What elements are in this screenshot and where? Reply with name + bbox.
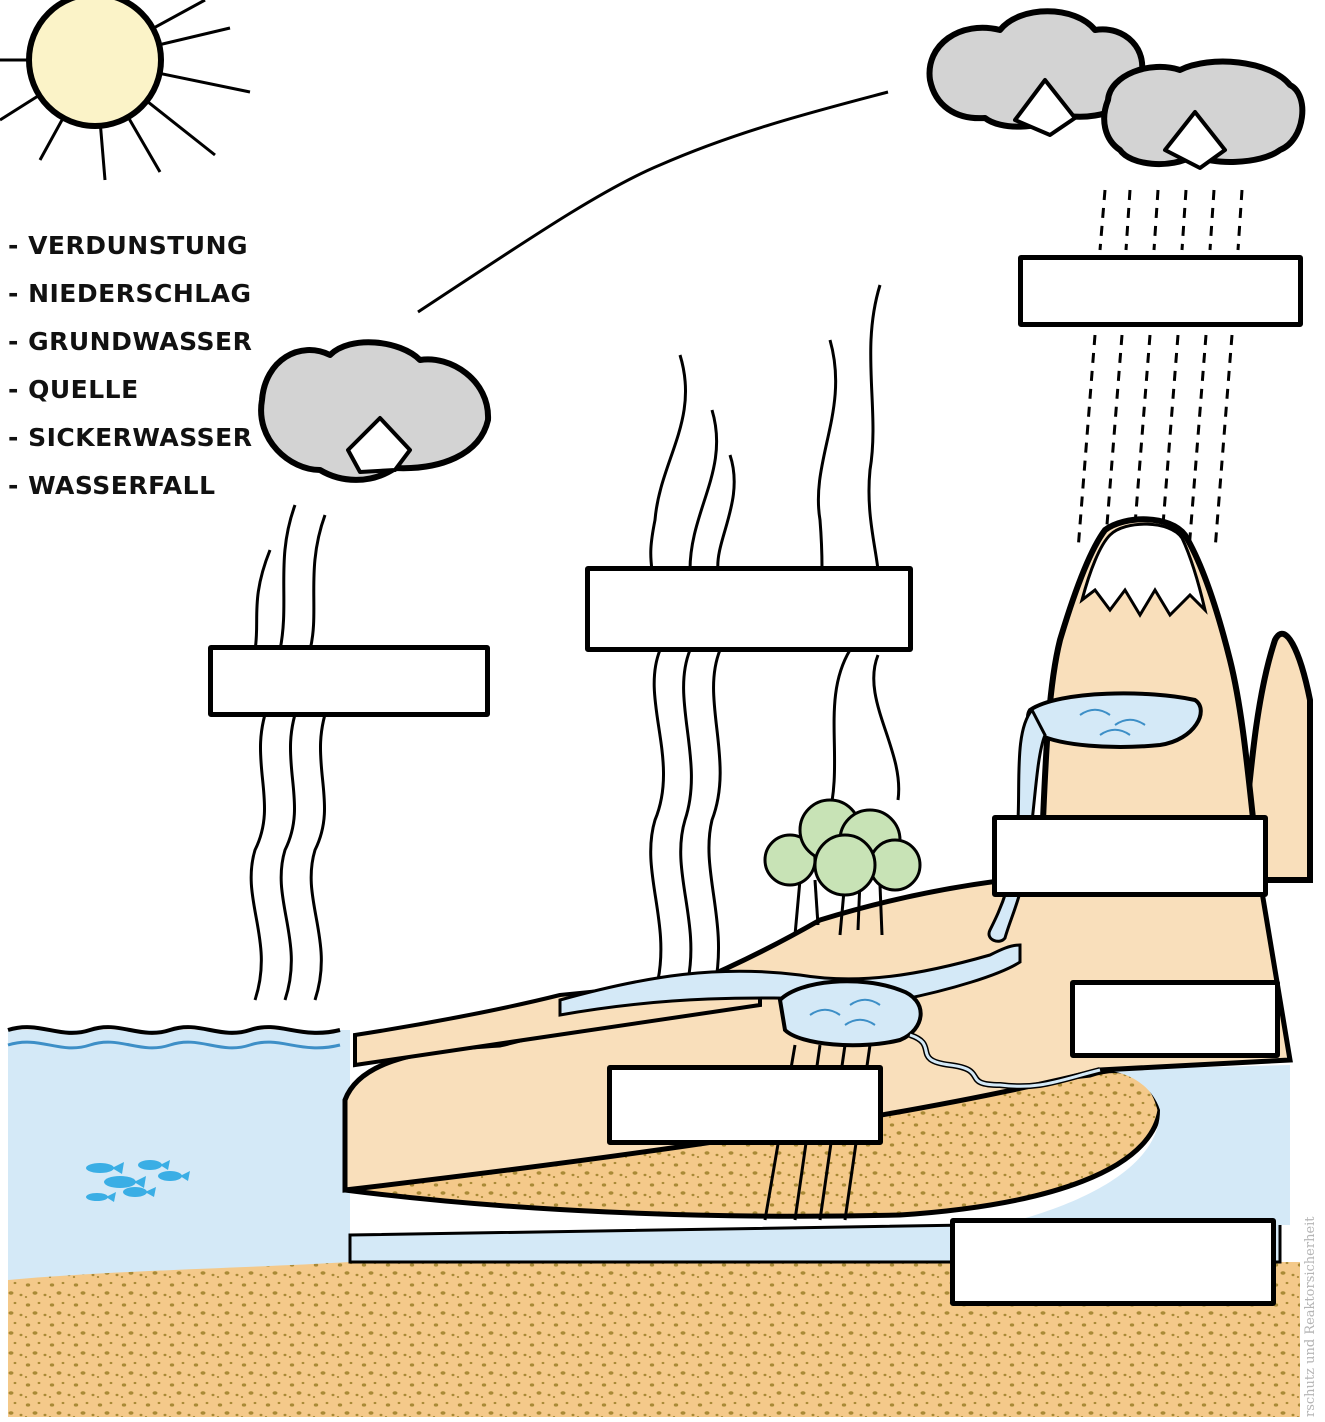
answer-box-groundwater[interactable]	[950, 1218, 1276, 1306]
answer-box-river[interactable]	[1070, 980, 1280, 1058]
term-grundwasser: - GRUNDWASSER	[8, 318, 252, 366]
connector-line	[418, 92, 888, 312]
answer-box-mountain[interactable]	[992, 815, 1268, 897]
term-verdunstung: - VERDUNSTUNG	[8, 222, 252, 270]
cloud-icon	[261, 342, 488, 480]
answer-box-evaporation-land[interactable]	[585, 566, 913, 652]
answer-box-precipitation[interactable]	[1018, 255, 1303, 327]
term-niederschlag: - NIEDERSCHLAG	[8, 270, 252, 318]
cloud-icon	[930, 11, 1303, 168]
image-credit: rschutz und Reaktorsicherheit	[1303, 1216, 1318, 1417]
term-wasserfall: - WASSERFALL	[8, 462, 252, 510]
lake	[780, 981, 921, 1045]
sea	[8, 1027, 350, 1280]
term-quelle: - QUELLE	[8, 366, 252, 414]
answer-box-evaporation-sea[interactable]	[208, 645, 490, 717]
rain	[1078, 190, 1242, 550]
word-bank: - VERDUNSTUNG - NIEDERSCHLAG - GRUNDWASS…	[8, 222, 252, 510]
mountain-lake	[1028, 693, 1201, 747]
term-sickerwasser: - SICKERWASSER	[8, 414, 252, 462]
answer-box-seepage[interactable]	[607, 1065, 883, 1145]
sun-icon	[0, 0, 250, 180]
